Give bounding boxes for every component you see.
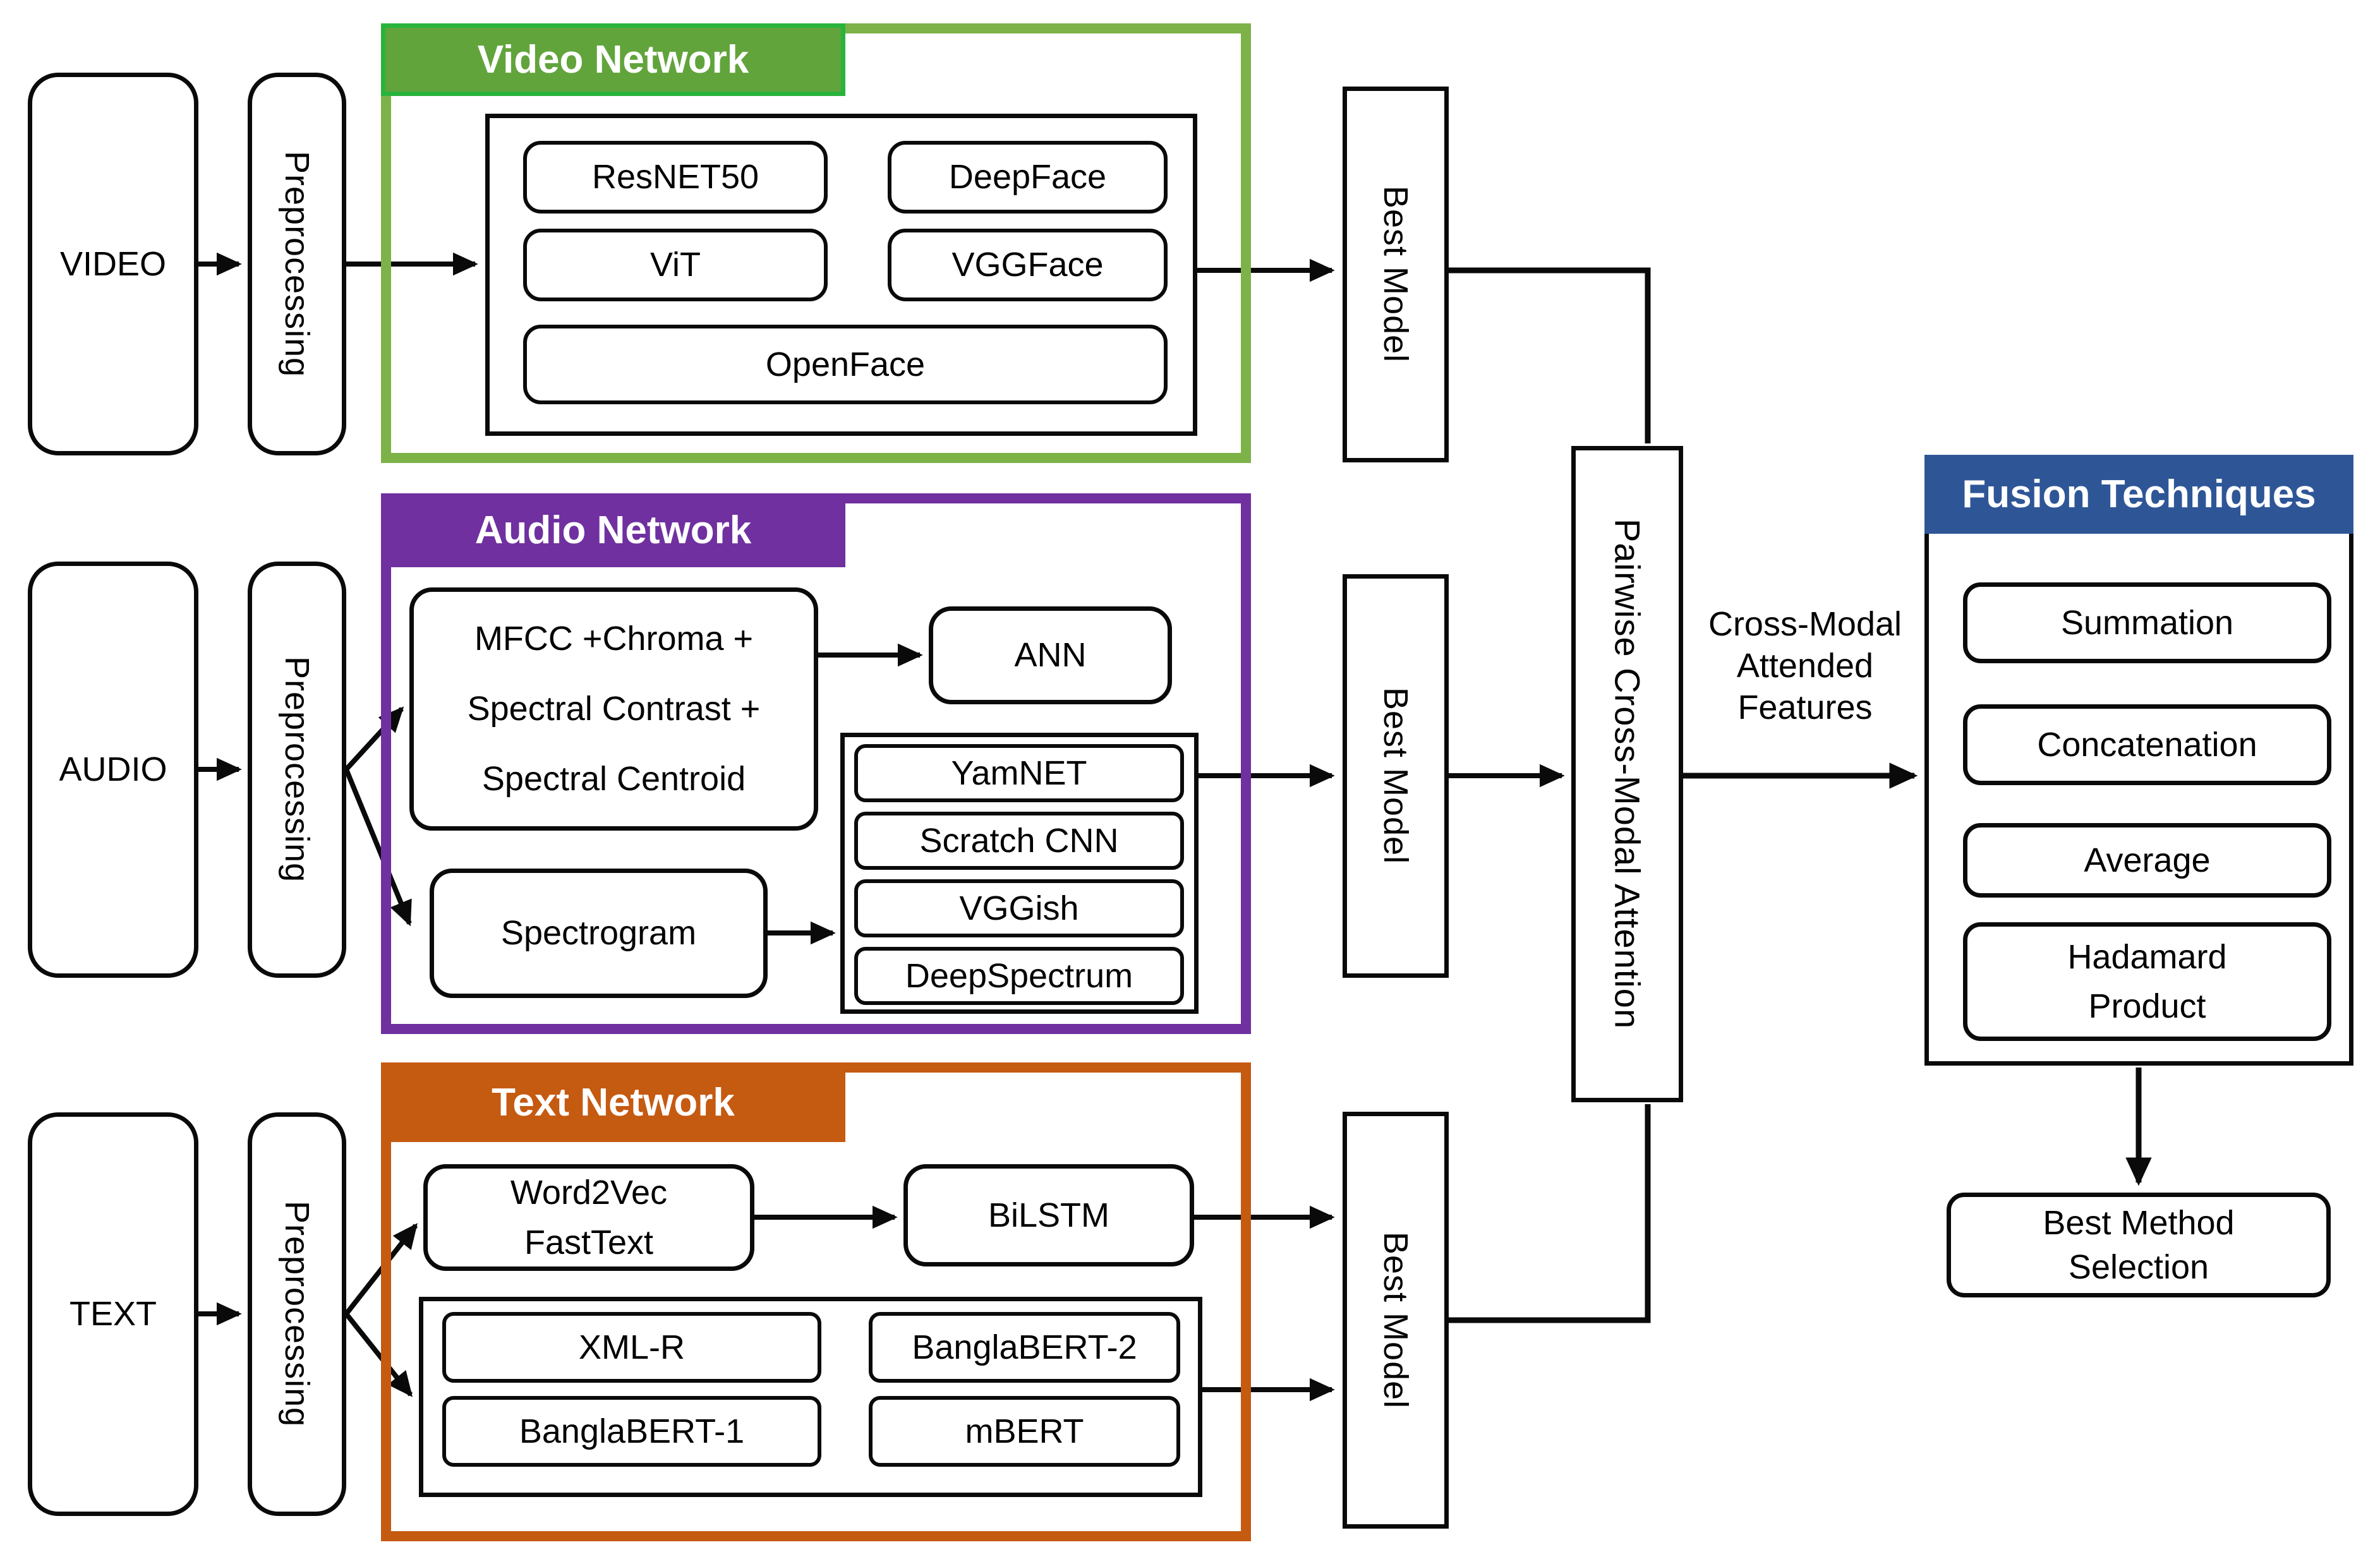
model-bilstm: BiLSTM — [903, 1164, 1194, 1266]
model-yamnet-label: YamNET — [951, 754, 1087, 792]
video-network-title: Video Network — [477, 38, 749, 81]
pairwise-attention-box: Pairwise Cross-Modal Attention — [1571, 446, 1683, 1102]
text-preprocessing-box: Preprocessing — [248, 1112, 346, 1516]
audio-input-box: AUDIO — [28, 562, 198, 978]
video-preprocessing-box: Preprocessing — [248, 73, 346, 455]
pairwise-attention-label: Pairwise Cross-Modal Attention — [1607, 519, 1648, 1030]
audio-best-model-label: Best Model — [1377, 687, 1415, 865]
model-deepspectrum: DeepSpectrum — [854, 947, 1184, 1005]
audio-preprocessing-box: Preprocessing — [248, 562, 346, 978]
embedding-word2vec-label: Word2Vec — [510, 1174, 668, 1212]
model-openface-label: OpenFace — [765, 345, 926, 383]
best-method-selection-label: Best Method Selection — [2043, 1203, 2235, 1286]
fusion-title: Fusion Techniques — [1962, 472, 2316, 516]
fusion-concatenation-label: Concatenation — [2037, 725, 2257, 764]
text-network-title: Text Network — [492, 1080, 735, 1124]
video-network-title-band: Video Network — [381, 23, 845, 96]
model-banglabert2: BanglaBERT-2 — [869, 1312, 1180, 1383]
model-yamnet: YamNET — [854, 744, 1184, 802]
embedding-fasttext-label: FastText — [524, 1223, 654, 1261]
feature-line-1: MFCC +Chroma + — [474, 620, 754, 658]
video-best-model-label: Best Model — [1377, 186, 1415, 363]
video-input-box: VIDEO — [28, 73, 198, 455]
text-preprocessing-label: Preprocessing — [278, 1201, 317, 1428]
model-ann: ANN — [929, 606, 1172, 704]
model-deepspectrum-label: DeepSpectrum — [905, 956, 1133, 995]
audio-network-title-band: Audio Network — [381, 493, 845, 567]
model-scratch-cnn: Scratch CNN — [854, 812, 1184, 870]
model-ann-label: ANN — [1014, 636, 1087, 675]
text-embeddings-box: Word2Vec FastText — [423, 1164, 754, 1271]
fusion-hadamard: Hadamard Product — [1963, 922, 2331, 1041]
model-mbert: mBERT — [869, 1396, 1180, 1467]
fusion-hadamard-label: Hadamard Product — [2067, 937, 2227, 1025]
text-network-title-band: Text Network — [381, 1062, 845, 1142]
model-resnet50: ResNET50 — [523, 141, 828, 214]
model-openface: OpenFace — [523, 325, 1168, 404]
text-best-model-box: Best Model — [1343, 1112, 1449, 1529]
feature-line-2: Spectral Contrast + — [467, 690, 761, 728]
fusion-title-band: Fusion Techniques — [1924, 455, 2353, 534]
model-xmlr: XML-R — [442, 1312, 821, 1383]
attended-features-label: Cross-Modal Attended Features — [1708, 605, 1902, 726]
fusion-concatenation: Concatenation — [1963, 704, 2331, 785]
model-scratch-cnn-label: Scratch CNN — [919, 821, 1119, 860]
fusion-summation-label: Summation — [2060, 603, 2234, 642]
model-vggish: VGGish — [854, 879, 1184, 937]
audio-input-label: AUDIO — [59, 750, 167, 789]
fusion-average-label: Average — [2084, 841, 2211, 879]
model-banglabert1: BanglaBERT-1 — [442, 1396, 821, 1467]
text-best-model-label: Best Model — [1377, 1231, 1415, 1409]
model-bilstm-label: BiLSTM — [988, 1196, 1110, 1234]
audio-preprocessing-label: Preprocessing — [278, 656, 317, 883]
model-vit-label: ViT — [649, 246, 701, 284]
arrow-preprocessing-to-spectrogram — [344, 768, 412, 927]
line-video-best-model-to-attention — [1449, 267, 1651, 443]
best-method-selection-box: Best Method Selection — [1947, 1193, 2331, 1297]
audio-handcrafted-features-box: MFCC +Chroma + Spectral Contrast + Spect… — [409, 587, 818, 831]
audio-spectrogram-box: Spectrogram — [430, 869, 768, 998]
arrow-preprocessing-to-mfcc — [344, 706, 404, 771]
audio-network-title: Audio Network — [474, 508, 752, 552]
audio-best-model-box: Best Model — [1343, 574, 1449, 978]
line-text-best-model-to-attention — [1449, 1104, 1651, 1323]
arrow-preprocessing-to-transformers — [344, 1312, 413, 1397]
video-input-label: VIDEO — [59, 244, 167, 283]
model-vit: ViT — [523, 229, 828, 301]
model-banglabert1-label: BanglaBERT-1 — [519, 1412, 745, 1450]
model-vggface-label: VGGFace — [951, 246, 1104, 284]
feature-line-3: Spectral Centroid — [481, 759, 746, 798]
model-deepface-label: DeepFace — [948, 158, 1107, 196]
fusion-summation: Summation — [1963, 582, 2331, 663]
fusion-average: Average — [1963, 823, 2331, 898]
model-vggface: VGGFace — [888, 229, 1168, 301]
model-resnet50-label: ResNET50 — [591, 158, 759, 196]
text-input-box: TEXT — [28, 1112, 198, 1516]
model-vggish-label: VGGish — [959, 889, 1079, 927]
text-input-label: TEXT — [69, 1295, 157, 1333]
video-best-model-box: Best Model — [1343, 87, 1449, 462]
model-banglabert2-label: BanglaBERT-2 — [912, 1328, 1137, 1366]
model-mbert-label: mBERT — [965, 1412, 1084, 1450]
model-xmlr-label: XML-R — [578, 1328, 685, 1366]
audio-spectrogram-label: Spectrogram — [500, 914, 697, 953]
model-deepface: DeepFace — [888, 141, 1168, 214]
video-preprocessing-label: Preprocessing — [278, 150, 317, 378]
